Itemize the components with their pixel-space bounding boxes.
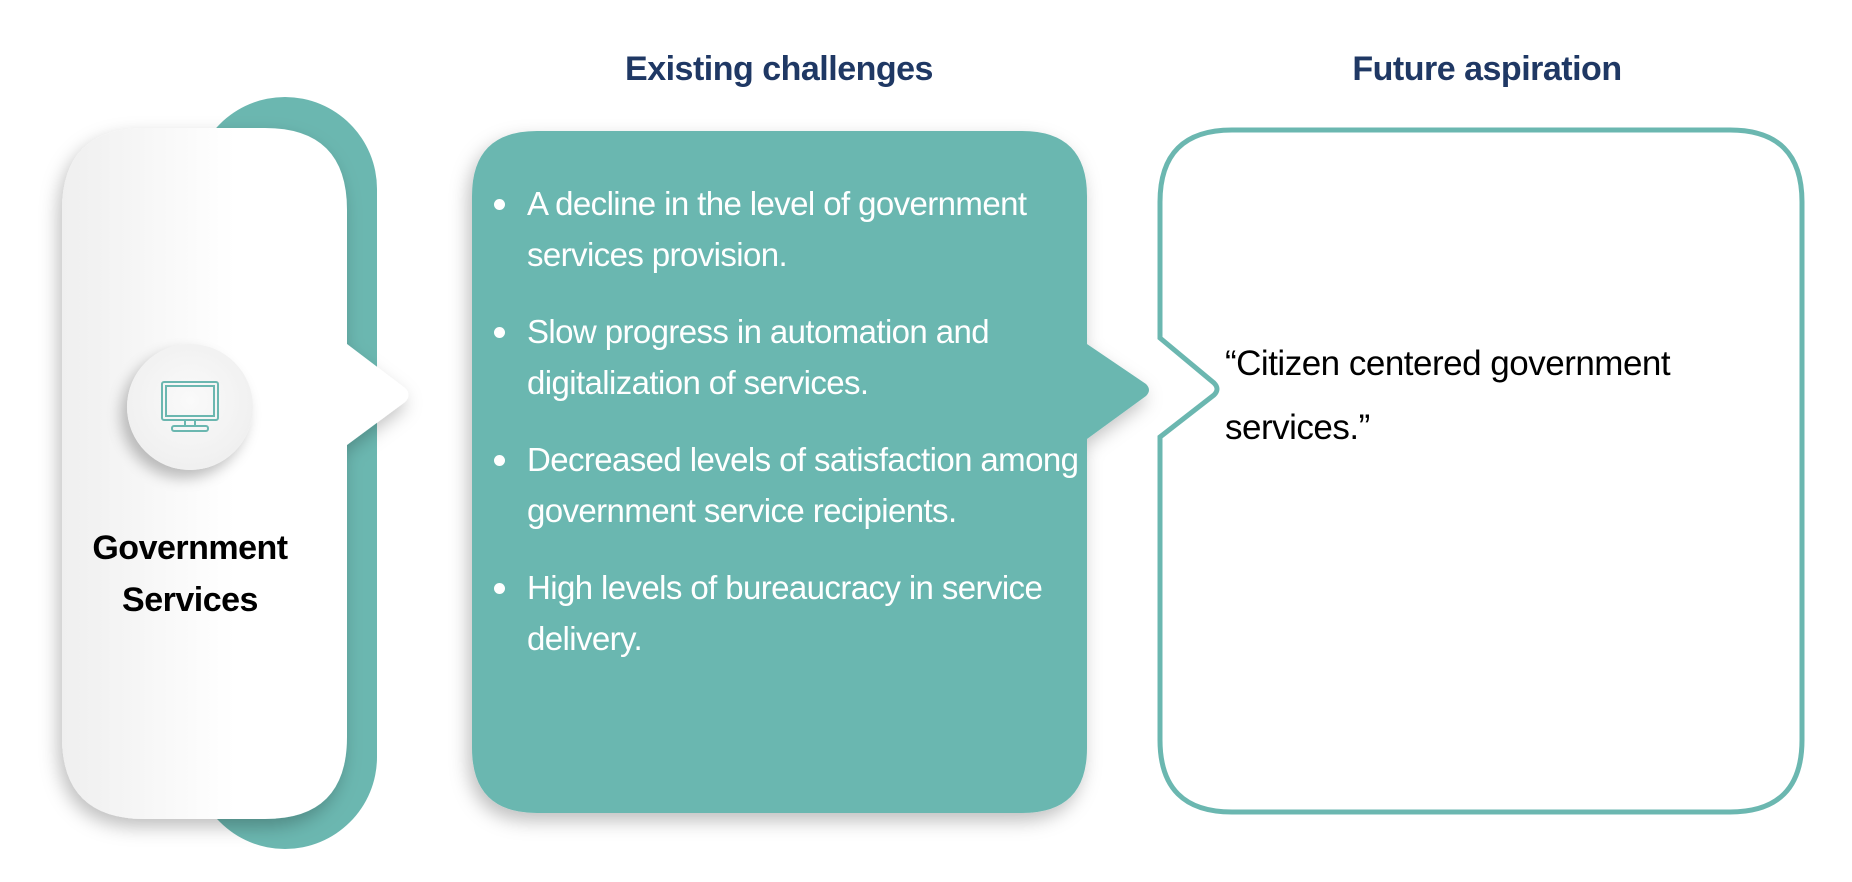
challenge-item: A decline in the level of government ser… [490,178,1080,280]
aspiration-heading: Future aspiration [1352,50,1622,88]
title-line-1: Government [92,529,288,567]
title-line-2: Services [122,581,258,619]
aspiration-quote: “Citizen centered government services.” [1225,344,1671,447]
aspiration-box [1157,127,1805,815]
challenges-box [472,131,1149,813]
challenges-heading: Existing challenges [625,50,933,88]
challenge-item: Slow progress in automation and digitali… [490,306,1080,408]
challenge-item: Decreased levels of satisfaction among g… [490,434,1080,536]
monitor-icon [161,381,219,432]
challenge-item: High levels of bureaucracy in service de… [490,562,1080,664]
challenges-list: A decline in the level of government ser… [490,178,1080,690]
government-services-card [62,128,409,819]
icon-circle [127,344,253,470]
government-services-title: Government Services [62,522,318,626]
